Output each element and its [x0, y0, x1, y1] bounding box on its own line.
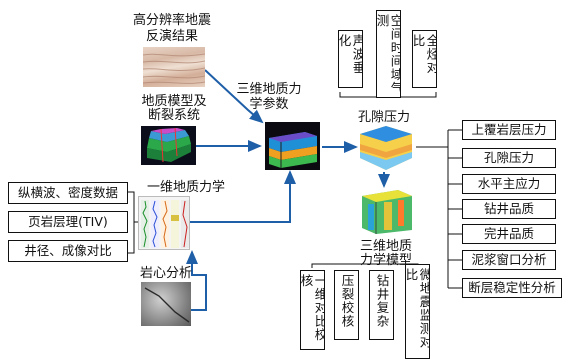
top-box-total-hydrocarbon: 全烃对比 [412, 30, 437, 88]
left-bracket [128, 191, 138, 254]
seismic-inversion-image [143, 47, 205, 87]
hires-title-line2: 反演结果 [145, 29, 198, 44]
left-box-shale-bedding: 页岩层理(TIV) [8, 211, 128, 233]
core-analysis-title: 岩心分析 [139, 266, 192, 281]
model3d-title-line2: 力学模型 [359, 253, 412, 268]
log-tracks [141, 200, 189, 248]
hires-title-line1: 高分辨率地震 [132, 13, 211, 28]
pore-pressure-render [360, 126, 412, 170]
bottom-box-microseismic: 微地震监测对比 [405, 264, 430, 359]
pore-pressure-title: 孔隙压力 [357, 110, 410, 125]
arrow-core-to-1d [186, 250, 207, 311]
bottom-box-1d-check-label: 一维对比校核 [300, 274, 325, 342]
core-crack [144, 287, 190, 323]
bottom-box-microseismic-label: 微地震监测对比 [405, 268, 430, 349]
one-d-title: 一维地质力学 [146, 180, 225, 195]
params-render [269, 132, 317, 168]
geomodel-title-line2: 断裂系统 [147, 108, 200, 123]
pore-pressure-image [358, 124, 414, 172]
params-title-line2: 学参数 [249, 97, 289, 112]
model3d-title-line1: 三维地质 [359, 239, 412, 254]
bottom-box-1d-check: 一维对比校核 [300, 270, 325, 350]
geomodel-title-line1: 地质模型及 [141, 94, 207, 109]
right-box-completion-quality: 完井品质 [462, 224, 556, 244]
geomechanical-model-image [358, 188, 414, 236]
bottom-box-drilling-complexity: 钻井复杂 [369, 270, 394, 340]
right-box-horizontal-stress: 水平主应力 [462, 174, 556, 194]
top-box-total-hydrocarbon-label: 全烃对比 [412, 34, 437, 75]
top-box-gas-logging-label: 空间时间域气测 [376, 14, 401, 95]
one-d-log-image [138, 196, 190, 250]
right-box-pore-pressure: 孔隙压力 [462, 148, 556, 168]
seismic-texture [143, 53, 205, 84]
params-3d-image [265, 122, 320, 170]
left-box-wave-density: 纵横波、密度数据 [8, 182, 128, 204]
geomodel-render [147, 127, 191, 163]
bottom-box-frac-check: 压裂校核 [334, 270, 359, 340]
top-box-sonic-label: 声波垂化 [338, 34, 363, 75]
right-box-mud-window: 泥浆窗口分析 [462, 250, 556, 270]
right-box-fault-stability: 断层稳定性分析 [462, 278, 562, 298]
left-box-caliper-image: 井径、成像对比 [8, 240, 128, 262]
params-title-line1: 三维地质力 [236, 82, 302, 97]
arrow-1d-to-params [190, 170, 296, 223]
core-sample-image [141, 282, 191, 326]
top-box-gas-logging: 空间时间域气测 [376, 10, 401, 98]
geomechanical-model-render [362, 190, 412, 234]
bottom-box-drilling-complexity-label: 钻井复杂 [374, 274, 390, 328]
geological-model-image [141, 126, 196, 165]
bottom-box-frac-check-label: 压裂校核 [339, 274, 355, 328]
right-tree [416, 129, 462, 289]
right-box-drilling-quality: 钻井品质 [462, 199, 556, 219]
top-box-sonic: 声波垂化 [338, 30, 363, 88]
arrow-hires-to-params [204, 69, 264, 124]
right-box-overburden: 上覆岩层压力 [462, 120, 556, 140]
